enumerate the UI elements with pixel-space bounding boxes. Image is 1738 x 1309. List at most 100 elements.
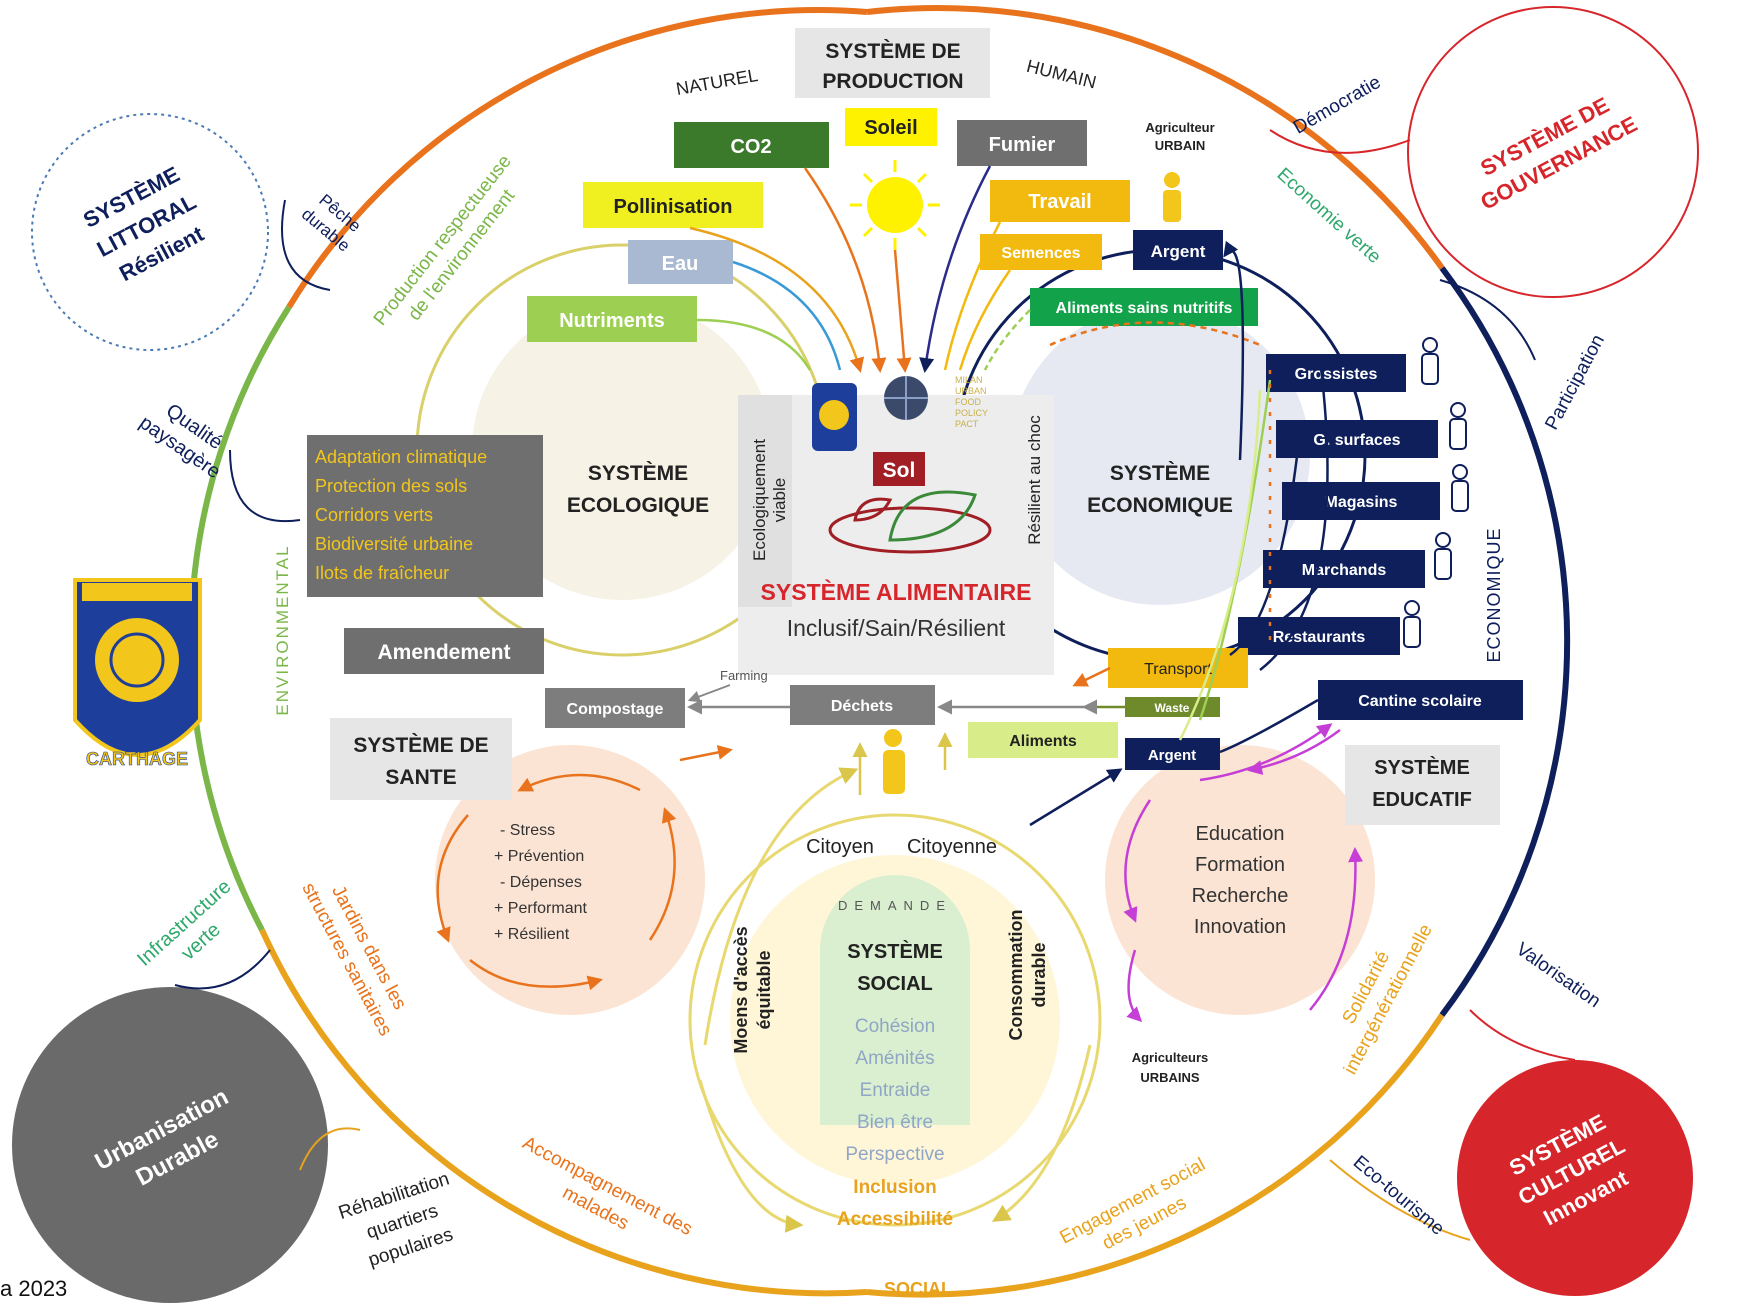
- side-system-littoral: SYSTÈME LITTORAL Résilient: [31, 113, 269, 351]
- social-value-4: Bien être: [857, 1112, 933, 1133]
- svg-text:Soleil: Soleil: [864, 117, 917, 139]
- ecologique-item-5: Ilots de fraîcheur: [315, 563, 449, 583]
- dechets-box: [790, 685, 935, 725]
- agriculteur-line1: Agriculteur: [1145, 120, 1214, 135]
- input-eau: Eau: [628, 240, 733, 284]
- carthage-text: CARTHAGE: [86, 749, 188, 769]
- ecologiquement-line1: Ecologiquement: [750, 439, 769, 561]
- input-nutriments: Nutriments: [527, 296, 697, 342]
- input-aliments-sains: Aliments sains nutritifs: [1030, 288, 1258, 326]
- svg-text:Marchands: Marchands: [1302, 562, 1387, 579]
- sante-item-2: + Prévention: [494, 848, 584, 865]
- social-arrows: [698, 767, 1092, 1233]
- input-travail: Travail: [990, 180, 1130, 222]
- actor-magasins: Magasins: [1282, 464, 1469, 520]
- sante-item-3: - Dépenses: [500, 874, 582, 891]
- input-fumier: Fumier: [957, 120, 1087, 166]
- democratie-label: Démocratie: [1290, 72, 1385, 139]
- svg-text:Magasins: Magasins: [1325, 494, 1398, 511]
- production-line2: PRODUCTION: [822, 70, 963, 93]
- social-value-5: Perspective: [845, 1144, 944, 1165]
- agriculteur-urbain: Agriculteur URBAIN: [1145, 120, 1215, 222]
- argent2-label: Argent: [1148, 747, 1196, 764]
- resilient-choc-label: Résilient au choc: [1025, 415, 1044, 545]
- milan-pact-line4: POLICY: [955, 408, 988, 418]
- actor-restaurants: Restaurants: [1238, 600, 1421, 655]
- ecotourisme-label: Eco-tourisme: [1349, 1152, 1448, 1240]
- person-icon: [1435, 532, 1451, 548]
- svg-text:Travail: Travail: [1028, 191, 1091, 213]
- naturel-label: NATUREL: [675, 65, 760, 99]
- citoyenne-label: Citoyenne: [907, 836, 997, 858]
- participation-label: Participation: [1541, 331, 1609, 433]
- economique-label: ECONOMIQUE: [1484, 527, 1504, 662]
- social-label: SOCIAL: [884, 1279, 952, 1299]
- social-value-1: Cohésion: [855, 1016, 935, 1037]
- transport-box: [1108, 648, 1248, 688]
- input-arrows: [689, 165, 1261, 373]
- social-value-2: Aménités: [855, 1048, 934, 1069]
- humain-label: HUMAIN: [1025, 56, 1099, 93]
- connector-arcs: [174, 129, 1576, 1241]
- citizen-icon: [884, 729, 902, 747]
- input-argent-top: Argent: [1133, 230, 1223, 270]
- side-system-urbanisation: Urbanisation Durable: [12, 987, 328, 1303]
- sante-line1: SYSTÈME DE: [353, 734, 488, 757]
- agriculteur-line2: URBAIN: [1155, 138, 1206, 153]
- aliments-box: [968, 722, 1118, 758]
- ecologique-line2: ECOLOGIQUE: [567, 494, 709, 517]
- cantine-label: Cantine scolaire: [1358, 693, 1482, 710]
- consommation-line2: durable: [1029, 942, 1049, 1007]
- social-line1: SYSTÈME: [847, 940, 943, 963]
- side-system-gouvernance: SYSTÈME DE GOUVERNANCE: [1407, 6, 1699, 298]
- person-icon: [1450, 402, 1466, 418]
- svg-text:G. surfaces: G. surfaces: [1313, 432, 1400, 449]
- input-semences: Semences: [980, 234, 1102, 270]
- amendement-box: [344, 628, 544, 674]
- person-icon: [1422, 337, 1438, 353]
- ecologique-item-4: Biodiversité urbaine: [315, 534, 473, 554]
- milan-pact-line2: URBAN: [955, 386, 987, 396]
- transport-label: Transport: [1144, 661, 1212, 678]
- actor-gsurfaces: G. surfaces: [1276, 402, 1467, 458]
- milan-pact-line1: MILAN: [955, 375, 983, 385]
- side-system-culturel: SYSTÈME CULTUREL Innovant: [1457, 1060, 1693, 1296]
- economique-line1: SYSTÈME: [1110, 462, 1210, 485]
- sante-item-5: + Résilient: [494, 926, 570, 943]
- educatif-item-1: Education: [1196, 823, 1285, 845]
- waste-label: Waste: [1155, 701, 1190, 715]
- leaf-icon: [828, 490, 992, 554]
- social-value-3: Entraide: [860, 1080, 931, 1101]
- dechets-label: Déchets: [831, 698, 893, 715]
- sante-item-1: - Stress: [500, 822, 555, 839]
- input-co2: CO2: [674, 122, 829, 168]
- compostage-label: Compostage: [567, 701, 664, 718]
- educatif-item-2: Formation: [1195, 854, 1285, 876]
- svg-text:Nutriments: Nutriments: [559, 310, 665, 332]
- caption: a 2023: [0, 1276, 68, 1301]
- svg-text:Aliments sains nutritifs: Aliments sains nutritifs: [1056, 300, 1233, 317]
- ecological-system: SYSTÈME ECOLOGIQUE Adaptation climatique…: [307, 435, 768, 728]
- food-system-center: Ecologiquement viable Résilient au choc …: [738, 375, 1054, 675]
- argent2-box: [1125, 738, 1220, 770]
- aliments-label: Aliments: [1009, 733, 1077, 750]
- educatif-line2: EDUCATIF: [1372, 789, 1472, 811]
- social-system: Citoyen Citoyenne DEMANDE SYSTÈME SOCIAL…: [731, 729, 1123, 1230]
- ecologique-item-1: Adaptation climatique: [315, 447, 487, 467]
- valorisation-label: Valorisation: [1512, 939, 1604, 1012]
- moens-line2: équitable: [754, 950, 774, 1029]
- health-system: SYSTÈME DE SANTE - Stress + Prévention -…: [330, 718, 733, 991]
- svg-text:Eau: Eau: [662, 253, 699, 275]
- ecologique-items-box: [307, 435, 543, 597]
- person-icon: [1404, 600, 1420, 616]
- cantine-box: [1318, 680, 1523, 720]
- input-soleil: Soleil: [845, 108, 940, 250]
- agriculteurs-line1: Agriculteurs: [1132, 1050, 1209, 1065]
- citoyen-label: Citoyen: [806, 836, 874, 858]
- educational-system: SYSTÈME EDUCATIF Education Formation Rec…: [1123, 723, 1500, 1085]
- educatif-box: [1345, 745, 1500, 825]
- ecologique-item-2: Protection des sols: [315, 476, 467, 496]
- production-box: [795, 28, 990, 98]
- ecologique-item-3: Corridors verts: [315, 505, 433, 525]
